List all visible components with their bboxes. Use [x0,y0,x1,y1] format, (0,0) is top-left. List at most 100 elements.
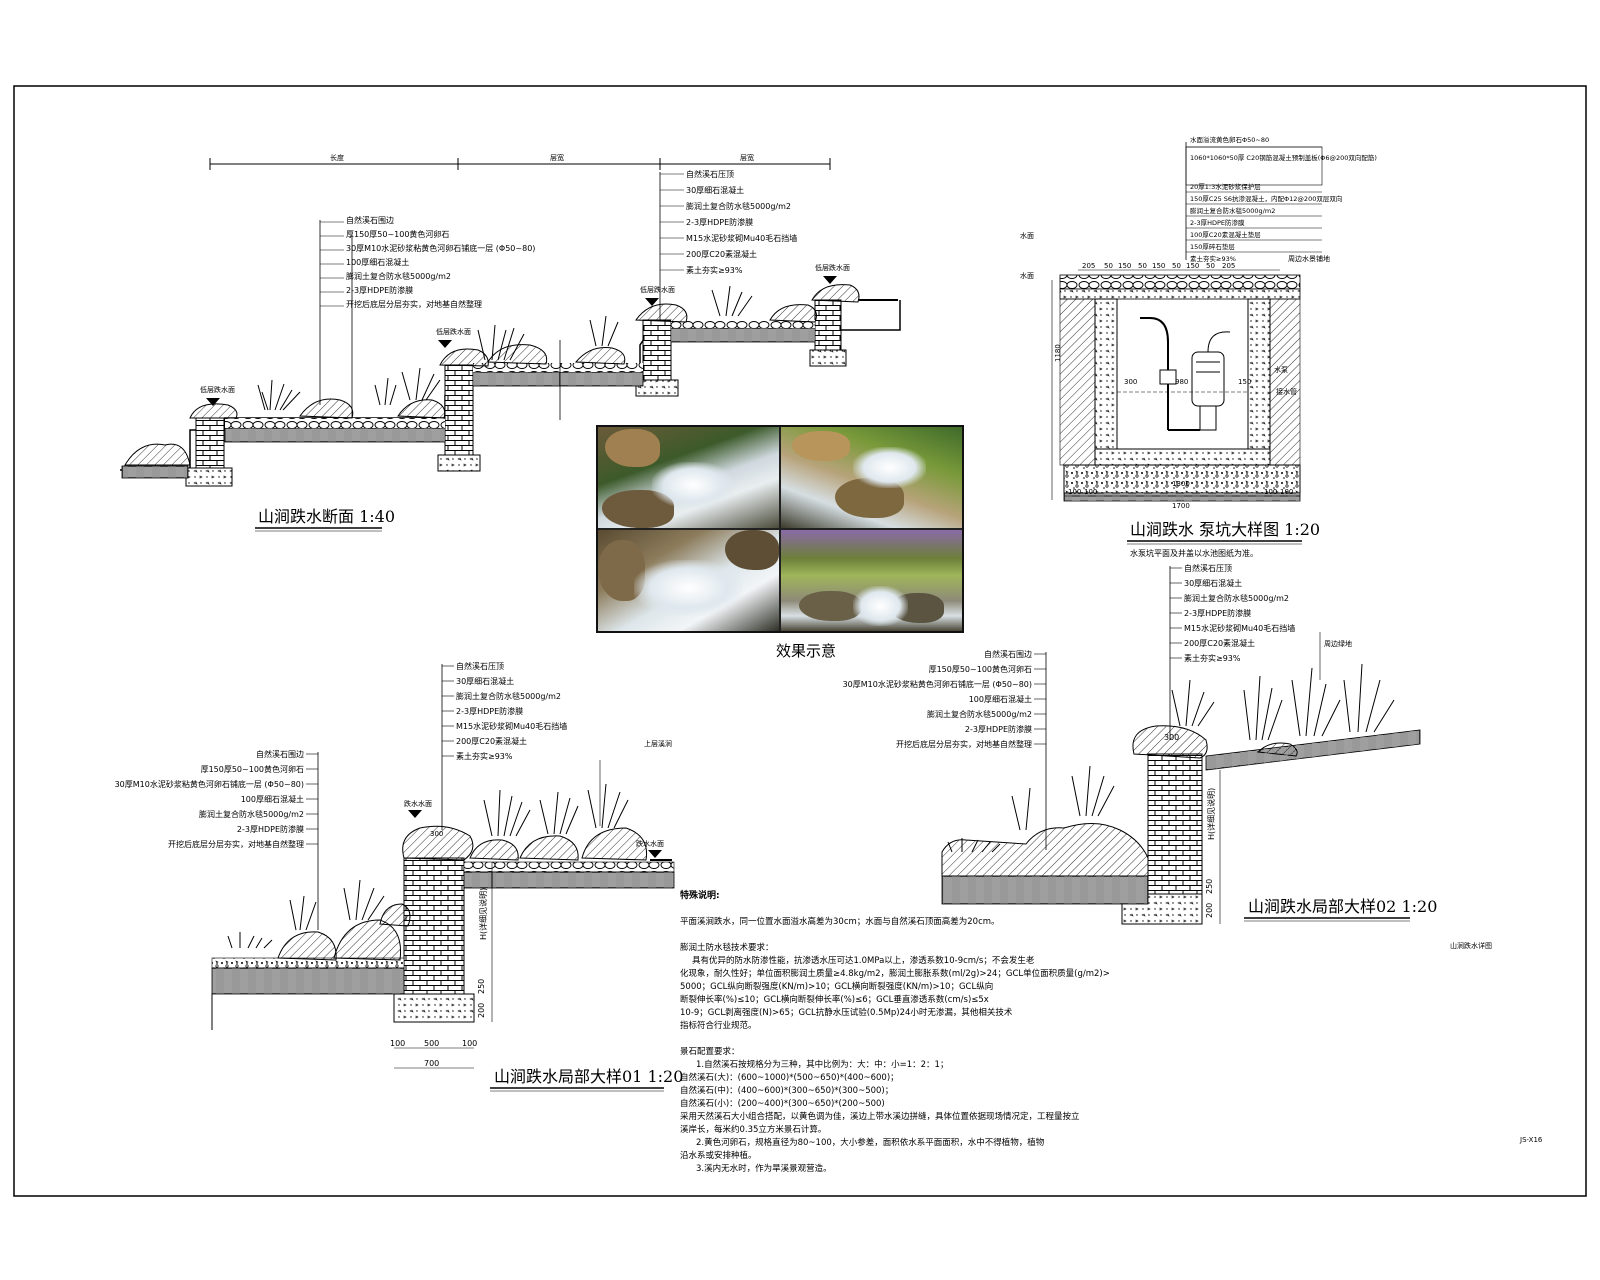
sheet-border [13,85,1587,1197]
callout: 200厚C20素混凝土 [686,249,757,259]
callout: 膨润土复合防水毯5000g/m2 [456,691,561,701]
dim: 1300 [1172,480,1190,488]
detail02-label: 周边绿地 [1324,639,1352,648]
detail-01: 自然溪石压顶 30厚细石混凝土 膨润土复合防水毯5000g/m2 2-3厚HDP… [115,661,683,1092]
callout: 膨润土复合防水毯5000g/m2 [927,709,1032,719]
callout: M15水泥砂浆砌Mu40毛石挡墙 [686,233,797,243]
detail01-callouts-top: 自然溪石压顶 30厚细石混凝土 膨润土复合防水毯5000g/m2 2-3厚HDP… [456,661,567,761]
callout: 开挖后底层分层夯实，对地基自然整理 [346,299,482,309]
spec-line: 100厚C20素混凝土垫层 [1190,230,1261,239]
dim: 150 [1152,262,1165,270]
detail01-title: 山涧跌水局部大样01 1:20 [494,1067,683,1086]
effect-photo-collage [596,425,964,633]
side-mark: 水面 [1020,271,1034,280]
spec-line: 2-3厚HDPE防渗膜 [1190,218,1245,227]
waterfall-photo-1 [598,427,779,528]
side-mark: 1180 [1054,344,1062,362]
dim: 500 [424,1039,439,1048]
spec-line: 20厚1:3水泥砂浆保护层 [1190,182,1261,191]
side-mark: 水面 [1020,231,1034,240]
note-line: 3.溪内无水时，作为旱溪景观营造。 [696,1163,832,1174]
callout: 开挖后底层分层夯实，对地基自然整理 [896,739,1032,749]
note-line: 自然溪石(中)：(400~600)*(300~650)*(300~500)； [680,1085,893,1096]
callout: 膨润土复合防水毯5000g/m2 [686,201,791,211]
spec-line: 1060*1060*50厚 C20钢筋混凝土预制盖板(Φ6@200双向配筋) [1190,153,1377,162]
callout: 200厚C20素混凝土 [456,736,527,746]
callout: 100厚细石混凝土 [346,257,409,267]
callout: 30厚细石混凝土 [686,185,744,195]
detail01-label: 跌水水面 [636,839,664,848]
callout: 厚150厚50~100黄色河卵石 [201,764,304,774]
dim-label-3: 层宽 [740,153,754,162]
spec-line: 150厚碎石垫层 [1190,242,1235,251]
photo-caption: 效果示意 [776,642,836,660]
dim: 700 [424,1059,439,1068]
callout: 自然溪石压顶 [686,169,734,179]
note-line: 具有优异的防水防渗性能，抗渗透水压可达1.0MPa以上，渗透系数10-9cm/s… [692,955,1035,966]
callout: 2-3厚HDPE防渗膜 [1184,608,1251,618]
callout: 膨润土复合防水毯5000g/m2 [199,809,304,819]
callout: 自然溪石围边 [984,649,1032,659]
dim: 150 [1186,262,1199,270]
main-callouts-left: 自然溪石围边 厚150厚50~100黄色河卵石 30厚M10水泥砂浆粘黄色河卵石… [346,215,535,309]
callout: M15水泥砂浆砌Mu40毛石挡墙 [456,721,567,731]
note-line: 平面溪涧跌水，同一位置水面溢水高差为30cm；水面与自然溪石顶面高差为20cm。 [680,916,1000,927]
detail02-label: 200 [1205,903,1214,918]
callout: M15水泥砂浆砌Mu40毛石挡墙 [1184,623,1295,633]
section-main-title: 山涧跌水断面 1:40 [258,507,395,526]
detail01-callouts-left: 自然溪石围边 厚150厚50~100黄色河卵石 30厚M10水泥砂浆粘黄色河卵石… [115,749,304,849]
note-line: 化现象，耐久性好；单位面积膨润土质量≥4.8kg/m2，膨润土膨胀系数(ml/2… [680,968,1110,979]
level-mark-3: 低层跌水面 [640,285,675,294]
detail02-label: H(详细见说明) [1206,788,1216,840]
dim: 50 [1206,262,1215,270]
level-mark-1: 低层跌水面 [200,385,235,394]
pump-side-marks: 水面 水面 1180 300 980 150 水泵 接水管 周边水景铺地 [1020,231,1330,396]
callout: 素土夯实≥93% [1184,653,1241,663]
callout: 30厚M10水泥砂浆粘黄色河卵石铺底一层 (Φ50~80) [843,679,1032,689]
spec-line: 水面溢流黄色卵石Φ50~80 [1190,135,1269,144]
detail02-callouts-left: 自然溪石围边 厚150厚50~100黄色河卵石 30厚M10水泥砂浆粘黄色河卵石… [843,649,1032,749]
callout: 30厚细石混凝土 [1184,578,1242,588]
side-mark: 150 [1238,378,1251,386]
pump-pit-title: 山涧跌水 泵坑大样图 1:20 [1130,520,1320,539]
note-line: 景石配置要求： [680,1046,740,1057]
dim: 100 [390,1039,405,1048]
pump-dims-bottom: 100 100 1700 1300 100 100 [1068,480,1293,510]
dim: 1700 [1172,502,1190,510]
note-line: 沿水系或安排种植。 [680,1150,757,1161]
dim: 50 [1138,262,1147,270]
note-line: 指标符合行业规范。 [680,1020,757,1031]
detail-02: 自然溪石压顶 30厚细石混凝土 膨润土复合防水毯5000g/m2 2-3厚HDP… [843,563,1437,925]
pump-spec: 水面溢流黄色卵石Φ50~80 1060*1060*50厚 C20钢筋混凝土预制盖… [1190,135,1377,263]
detail01-label: 250 [477,979,486,994]
callout: 素土夯实≥93% [456,751,513,761]
callout: 自然溪石压顶 [1184,563,1232,573]
note-line: 2.黄色河卵石，规格直径为80~100，大小参差，面积依水系平面面积，水中不得植… [696,1137,1045,1148]
callout: 膨润土复合防水毯5000g/m2 [1184,593,1289,603]
main-section: 长度 层宽 层宽 [120,153,901,532]
dim: 150 [1118,262,1131,270]
note-line: 采用天然溪石大小组合搭配，以黄色调为佳，溪边上带水溪边拼缝，具体位置依据现场情况… [680,1111,1080,1122]
dim: 100 [1084,488,1097,496]
side-mark: 水泵 [1274,365,1288,374]
callout: 开挖后底层分层夯实，对地基自然整理 [168,839,304,849]
callout: 素土夯实≥93% [686,265,743,275]
main-callouts-right: 自然溪石压顶 30厚细石混凝土 膨润土复合防水毯5000g/m2 2-3厚HDP… [686,169,797,275]
callout: 自然溪石围边 [256,749,304,759]
note-line: 10-9；GCL剥离强度(N)>65；GCL抗静水压试验(0.5Mp)24小时无… [680,1007,1013,1018]
note-line: 断裂伸长率(%)≤10；GCL横向断裂伸长率(%)≤6；GCL垂直渗透系数(cm… [680,994,989,1005]
callout: 厚150厚50~100黄色河卵石 [346,229,449,239]
side-mark: 周边水景铺地 [1288,254,1330,263]
callout: 30厚细石混凝土 [456,676,514,686]
dim: 100 [462,1039,477,1048]
level-mark-4: 低层跌水面 [815,263,850,272]
pump-pit-note: 水泵坑平面及井盖以水池图纸为准。 [1130,548,1258,558]
note-line: 膨润土防水毯技术要求： [680,942,774,953]
callout: 自然溪石围边 [346,215,394,225]
side-mark: 980 [1175,378,1188,386]
spec-line: 膨润土复合防水毯5000g/m2 [1190,206,1275,215]
detail01-label: 300 [430,830,443,838]
note-line: 自然溪石(小)：(200~400)*(300~650)*(200~500) [680,1098,885,1109]
dim-label-1: 长度 [330,153,344,162]
detail02-label: 250 [1205,879,1214,894]
